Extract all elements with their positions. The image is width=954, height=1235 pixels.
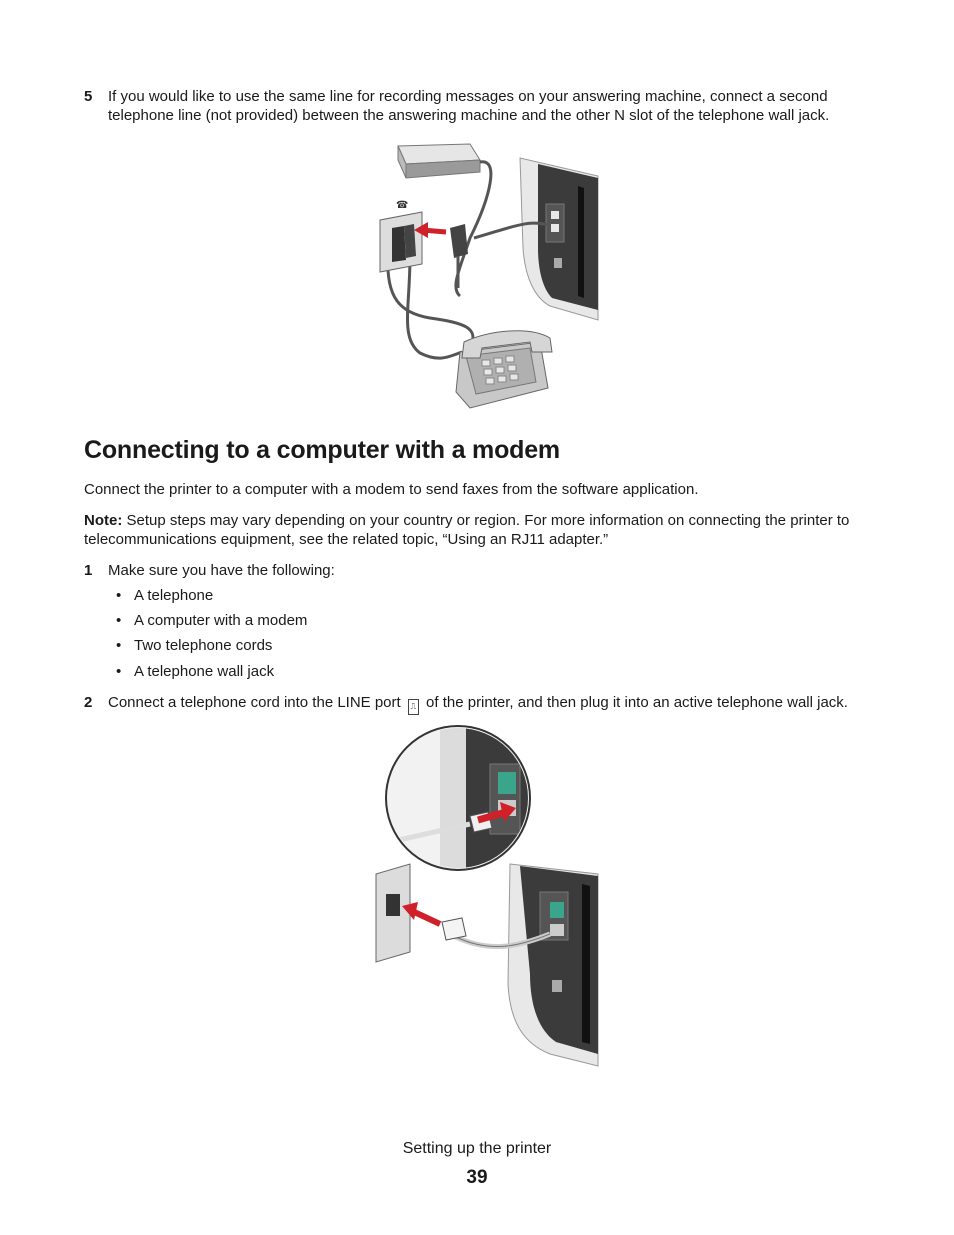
list-item: •A computer with a modem — [116, 612, 308, 629]
step-2: 2 Connect a telephone cord into the LINE… — [84, 693, 884, 715]
step-1: 1 Make sure you have the following: — [84, 561, 884, 580]
note-text: Setup steps may vary depending on your c… — [84, 512, 850, 548]
step-number: 1 — [84, 562, 93, 579]
step-text: Make sure you have the following: — [108, 562, 335, 579]
list-item: •A telephone wall jack — [116, 663, 275, 680]
list-item: •Two telephone cords — [116, 637, 273, 654]
line-port-icon: ⎍ — [407, 699, 419, 715]
section-title: Connecting to a computer with a modem — [84, 436, 560, 464]
step-number: 2 — [84, 694, 93, 711]
list-item: •A telephone — [116, 587, 214, 604]
svg-text:☎: ☎ — [396, 200, 408, 211]
answering-machine-connection-illustration: ☎ — [379, 143, 599, 409]
section-intro: Connect the printer to a computer with a… — [84, 481, 699, 498]
page-number: 39 — [466, 1167, 488, 1188]
note-paragraph: Note: Setup steps may vary depending on … — [84, 511, 884, 549]
bullet-icon: • — [116, 663, 122, 680]
note-label: Note: — [84, 512, 123, 529]
bullet-icon: • — [116, 612, 122, 629]
step-number: 5 — [84, 88, 93, 105]
line-port-connection-illustration — [375, 725, 599, 1067]
bullet-icon: • — [116, 637, 122, 654]
step-text: If you would like to use the same line f… — [108, 88, 830, 124]
step-5: 5 If you would like to use the same line… — [84, 87, 884, 125]
step-text: Connect a telephone cord into the LINE p… — [108, 693, 884, 715]
bullet-icon: • — [116, 587, 122, 604]
footer-title: Setting up the printer — [402, 1140, 552, 1157]
